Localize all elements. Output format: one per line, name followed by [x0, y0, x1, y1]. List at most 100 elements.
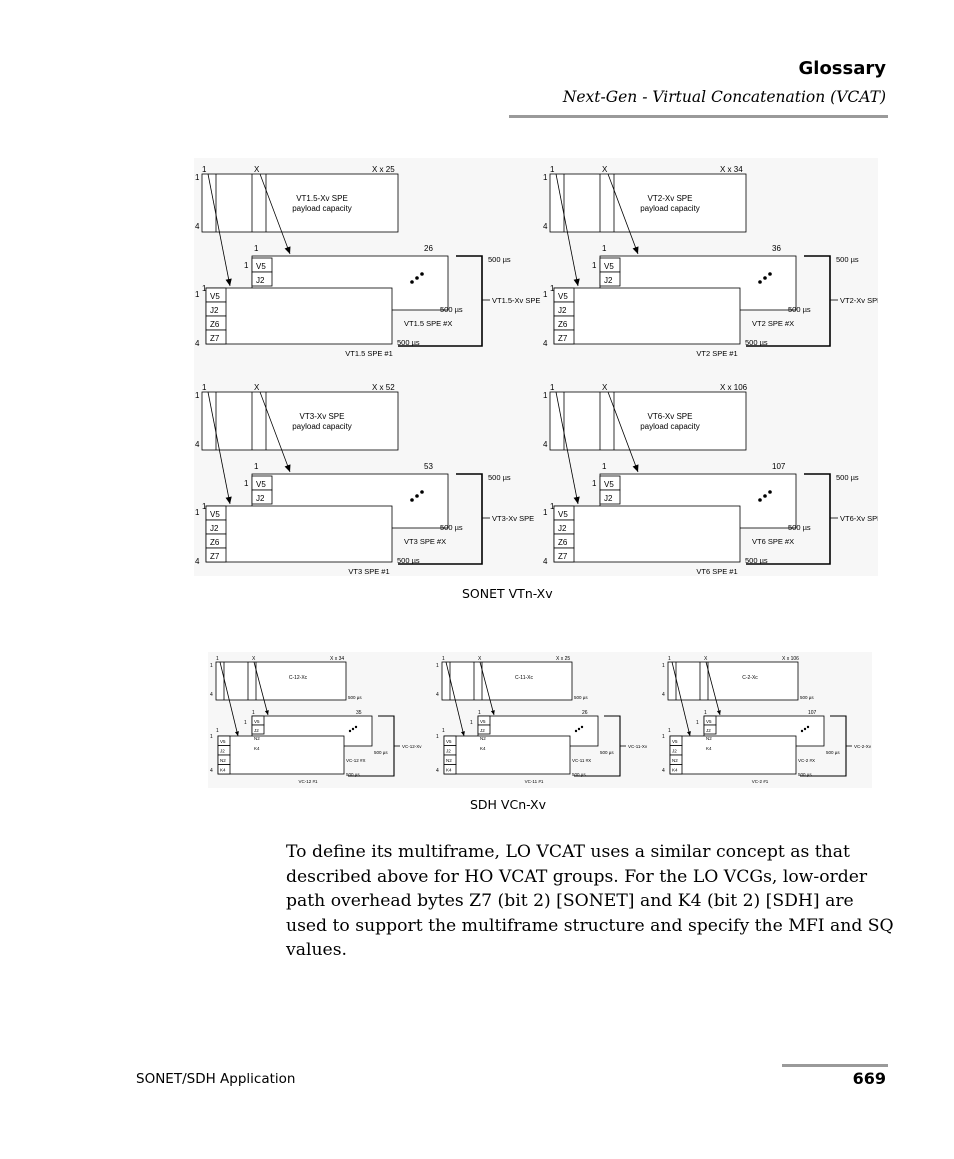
time-label: 500 µs: [572, 772, 586, 777]
overhead-label: K4: [220, 768, 226, 773]
overhead-label: J2: [210, 306, 219, 315]
overhead-label: Z6: [210, 320, 220, 329]
row-label-1: 1: [210, 734, 213, 740]
vc-1-block: [669, 735, 797, 775]
v5-label: V5: [256, 480, 266, 489]
row-label-4: 4: [195, 557, 200, 566]
row-label-4: 4: [195, 339, 200, 348]
j2-label: J2: [254, 728, 259, 733]
row-label-1: 1: [202, 284, 207, 293]
payload-capacity-block: [201, 391, 399, 451]
j2-cell: [251, 489, 273, 505]
mapping-arrow-line: [607, 391, 639, 473]
ellipsis-dot: [580, 725, 584, 729]
time-label: 500 µs: [745, 338, 768, 347]
row-label-1: 1: [244, 479, 249, 488]
mapping-arrow-line: [259, 173, 291, 255]
overhead-cell: [553, 547, 575, 563]
overhead-cell: [217, 764, 231, 775]
overhead-label: J2: [672, 749, 677, 754]
row-label-4: 4: [210, 692, 213, 698]
row-label-4: 4: [195, 440, 200, 449]
j2-cell: [251, 271, 273, 287]
column-label-x: X: [252, 656, 256, 662]
vc-x-label-last: 26: [582, 710, 588, 716]
row-label-1: 1: [543, 508, 548, 517]
row-label-1: 1: [195, 508, 200, 517]
vt-spe-1-name: VT1.5 SPE #1: [345, 349, 393, 358]
vt-spe-1-block: [553, 505, 741, 563]
time-label: 500 µs: [574, 695, 588, 700]
column-label-max: X x 34: [330, 656, 344, 662]
j2-label: J2: [256, 276, 265, 285]
container-block: [215, 661, 347, 701]
overhead-label: V5: [210, 510, 220, 519]
vt-spe-1-block: [553, 287, 741, 345]
grouping-brace: [746, 255, 831, 347]
spe-x-label-1: 1: [602, 462, 607, 471]
j2-cell: [477, 724, 491, 735]
time-label: 500 µs: [440, 305, 463, 314]
vt-spe-x-name: VT1.5 SPE #X: [404, 319, 452, 328]
vt-spe-1-block: [205, 287, 393, 345]
vc-x-label-last: 35: [356, 710, 362, 716]
section-title: Glossary: [798, 58, 887, 79]
sdh-figure-caption: SDH VCn-Xv: [470, 797, 546, 812]
row-label-1: 1: [442, 728, 445, 734]
section-subtitle: Next-Gen - Virtual Concatenation (VCAT): [562, 88, 886, 106]
row-label-4: 4: [662, 768, 665, 774]
row-label-1: 1: [202, 502, 207, 511]
vt-spe-1-block: [205, 505, 393, 563]
ellipsis-dot: [410, 498, 414, 502]
row-label-1: 1: [195, 290, 200, 299]
k4-label: K4: [254, 746, 260, 751]
time-label: 500 µs: [488, 255, 511, 264]
n2-label: N2: [254, 736, 260, 741]
row-label-1: 1: [550, 502, 555, 511]
overhead-label: N2: [446, 758, 452, 763]
spe-x-label-last: 36: [772, 244, 781, 253]
time-label: 500 µs: [346, 772, 360, 777]
time-label: 500 µs: [440, 523, 463, 532]
overhead-label: V5: [446, 739, 452, 744]
mapping-arrow-line: [705, 661, 721, 716]
overhead-label: J2: [210, 524, 219, 533]
overhead-label: V5: [558, 510, 568, 519]
vc-1-block: [217, 735, 345, 775]
column-label-x: X: [602, 165, 608, 174]
overhead-cell: [669, 764, 683, 775]
row-label-4: 4: [195, 222, 200, 231]
row-label-1: 1: [550, 284, 555, 293]
v5-label: V5: [706, 719, 712, 724]
ellipsis-dot: [415, 276, 419, 280]
ellipsis-dot: [768, 272, 772, 276]
mapping-arrow-line: [445, 661, 465, 737]
overhead-label: Z7: [210, 552, 220, 561]
sonet-figure-caption: SONET VTn-Xv: [462, 586, 553, 601]
vc-x-label-1: 1: [478, 710, 481, 716]
footer-section: SONET/SDH Application: [136, 1071, 296, 1087]
header-rule: [509, 115, 888, 118]
overhead-label: Z7: [558, 334, 568, 343]
vcg-name: VC-11-Xv: [628, 744, 648, 749]
n2-label: N2: [480, 736, 486, 741]
vt-spe-x-name: VT6 SPE #X: [752, 537, 794, 546]
column-label-max: X x 106: [720, 383, 748, 392]
overhead-label: V5: [210, 292, 220, 301]
mapping-arrow-head: [284, 246, 291, 254]
overhead-label: N2: [672, 758, 678, 763]
ellipsis-dot: [758, 280, 762, 284]
vcg-name: VC-12-Xv: [402, 744, 422, 749]
overhead-label: V5: [558, 292, 568, 301]
column-label-x: X: [254, 383, 260, 392]
grouping-brace: [398, 473, 483, 565]
row-label-4: 4: [436, 768, 439, 774]
mapping-arrow-line: [253, 661, 269, 716]
overhead-label: Z7: [210, 334, 220, 343]
vcg-name: VT3-Xv SPE: [492, 514, 534, 523]
column-label-max: X x 52: [372, 383, 395, 392]
container-block: [441, 661, 573, 701]
